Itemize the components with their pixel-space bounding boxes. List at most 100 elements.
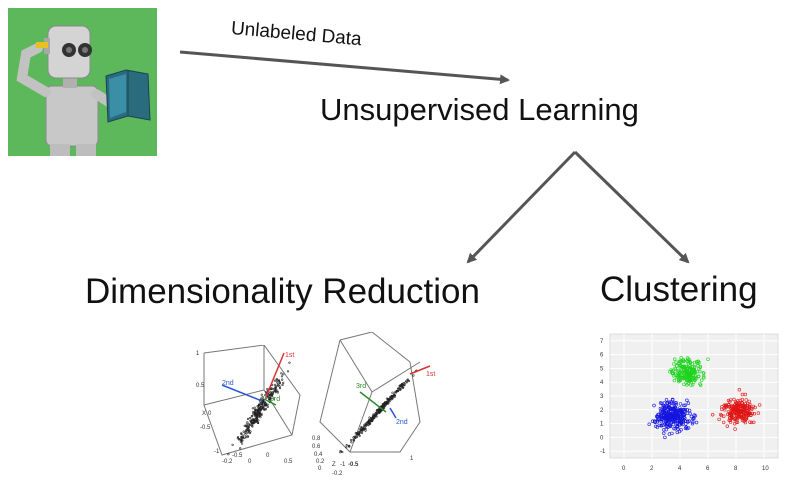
cluster-point — [661, 423, 665, 427]
scatter-point — [405, 381, 408, 384]
cluster-point — [686, 426, 691, 430]
scatter-point — [339, 451, 342, 454]
tick-label: 1 — [196, 351, 200, 357]
scatter-point — [247, 428, 251, 432]
cluster-point — [689, 383, 693, 387]
cluster-point — [741, 413, 746, 417]
arrow-to-dimensionality — [466, 150, 577, 264]
scatter-point — [270, 394, 274, 398]
cluster-point — [734, 401, 739, 405]
scatter-point — [254, 418, 257, 421]
scatter-point — [258, 412, 261, 415]
cluster-point — [730, 415, 734, 420]
cluster-point — [687, 368, 692, 373]
scatter-point — [250, 424, 254, 427]
cluster-point — [662, 428, 666, 432]
scatter-point — [263, 408, 266, 411]
scatter-point — [252, 420, 255, 423]
cluster-point — [681, 422, 685, 427]
cluster-point — [737, 387, 742, 392]
scatter-point — [257, 407, 260, 410]
scatter-point — [246, 421, 249, 424]
cluster-point — [666, 410, 670, 415]
scatter-point — [245, 424, 248, 427]
scatter-point — [368, 421, 371, 424]
scatter-point — [249, 430, 252, 433]
cluster-point — [683, 426, 688, 430]
cluster-point — [732, 417, 737, 422]
cluster-point — [675, 364, 679, 368]
scatter-point — [259, 414, 262, 417]
cluster-point — [739, 408, 743, 413]
scatter-point — [253, 406, 256, 409]
first-component-axis — [265, 352, 285, 398]
x-tick-label: 2 — [650, 466, 654, 472]
scatter-point — [244, 433, 247, 436]
scatter-point — [273, 390, 276, 393]
cluster-point — [743, 402, 748, 406]
scatter-point — [256, 421, 259, 424]
scatter-point — [273, 383, 276, 386]
scatter-point — [388, 400, 391, 403]
cluster-point — [673, 416, 678, 420]
scatter-point — [246, 431, 249, 435]
cluster-point — [677, 362, 681, 366]
cluster-point — [676, 378, 681, 382]
scatter-point — [247, 424, 251, 427]
cluster-point — [742, 414, 746, 419]
scatter-point — [275, 379, 279, 382]
clustering-label: Clustering — [600, 270, 758, 309]
cluster-point — [718, 412, 723, 417]
axis-label-2nd: 2nd — [222, 380, 234, 387]
cluster-point — [664, 424, 668, 428]
cluster-point — [748, 413, 753, 417]
scatter-point — [256, 405, 259, 408]
scatter-point — [364, 425, 367, 428]
cluster-point — [671, 407, 676, 412]
cluster-point — [730, 403, 734, 408]
scatter-point — [256, 409, 259, 412]
tick-label: -0.2 — [332, 471, 343, 477]
cluster-point — [662, 410, 667, 415]
cluster-point — [688, 378, 693, 383]
cluster-point — [744, 398, 748, 402]
scatter-point — [345, 446, 348, 449]
cluster-point — [702, 371, 706, 375]
cluster-point — [676, 369, 680, 373]
scatter-point — [253, 421, 257, 424]
cluster-point — [672, 362, 676, 366]
cluster-point — [678, 378, 683, 383]
pca-right-scatter — [339, 369, 418, 454]
cluster-point — [679, 375, 684, 380]
scatter-point — [256, 418, 259, 421]
scatter-point — [243, 436, 246, 439]
cluster-point — [687, 419, 692, 423]
cluster-point — [690, 383, 695, 387]
unsupervised-learning-label: Unsupervised Learning — [320, 92, 639, 127]
arrow-to-clustering — [573, 150, 690, 264]
axis-label-1st: 1st — [426, 371, 435, 378]
scatter-point — [280, 375, 283, 378]
scatter-point — [345, 443, 348, 447]
cluster-point — [659, 423, 664, 428]
y-tick-label: 1 — [600, 422, 604, 428]
cluster-point — [742, 407, 747, 412]
cluster-point — [699, 378, 704, 382]
cluster-point — [685, 366, 690, 370]
cluster-point — [658, 409, 663, 414]
cluster-point — [687, 408, 692, 413]
scatter-point — [240, 438, 243, 441]
cluster-point — [717, 417, 721, 422]
cluster-point — [667, 419, 672, 423]
cluster-point — [732, 397, 736, 402]
cluster-point — [671, 415, 676, 419]
scatter-point — [258, 405, 261, 408]
scatter-point — [282, 381, 285, 385]
scatter-point — [227, 453, 230, 456]
cluster-point — [675, 416, 680, 421]
cluster-point — [664, 427, 668, 432]
scatter-point — [239, 440, 242, 443]
scatter-point — [254, 413, 257, 416]
scatter-point — [243, 431, 247, 434]
cluster-point — [692, 413, 697, 417]
